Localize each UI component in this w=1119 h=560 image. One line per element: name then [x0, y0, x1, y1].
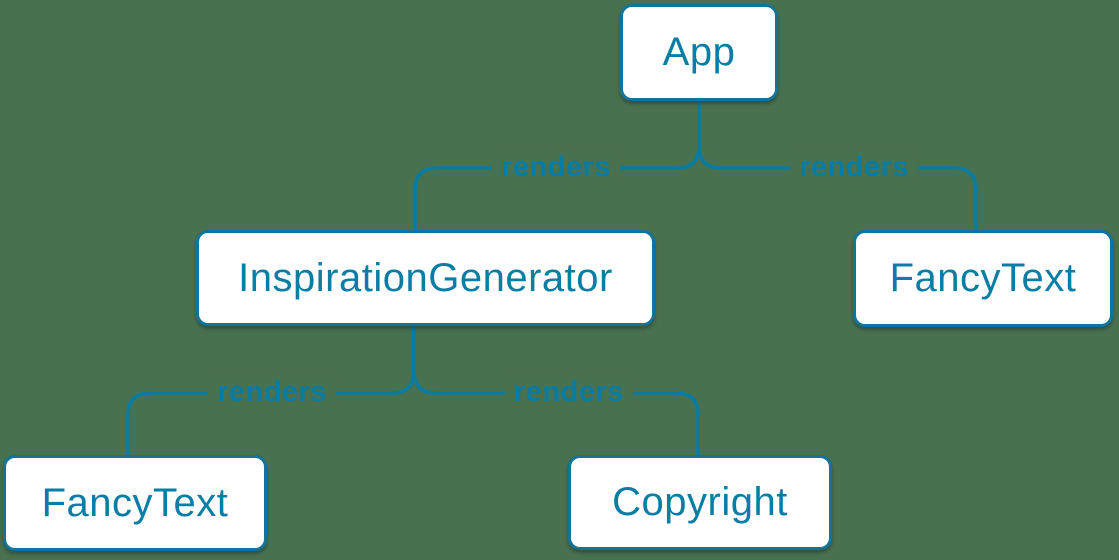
edge-label-renders-inspirationgenerator-copyright: renders — [505, 375, 633, 409]
node-app: App — [620, 4, 778, 101]
node-copyright: Copyright — [568, 455, 832, 550]
node-fancy-text-right: FancyText — [853, 230, 1113, 327]
node-fancy-text-left-label: FancyText — [41, 480, 229, 525]
node-inspiration-generator: InspirationGenerator — [196, 230, 655, 326]
edge-label-renders-inspirationgenerator-fancytext: renders — [208, 375, 336, 409]
node-fancy-text-right-label: FancyText — [889, 256, 1077, 300]
node-app-label: App — [662, 30, 736, 74]
node-inspiration-generator-label: InspirationGenerator — [238, 255, 613, 300]
edge-label-renders-app-inspirationgenerator: renders — [492, 150, 620, 184]
edge-label-renders-app-fancytext: renders — [790, 150, 918, 184]
node-copyright-label: Copyright — [612, 480, 788, 524]
node-fancy-text-left: FancyText — [3, 455, 267, 551]
